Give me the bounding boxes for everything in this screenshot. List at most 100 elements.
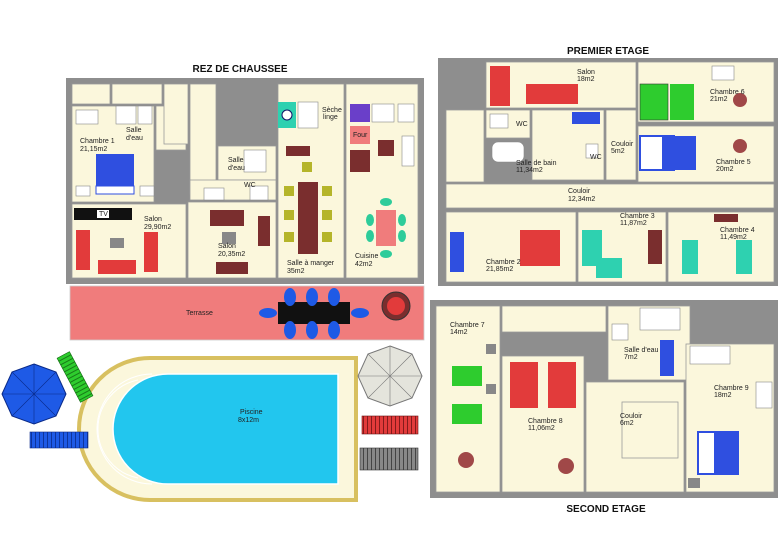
barbecue-grill (387, 297, 405, 315)
chair-icon (284, 321, 296, 339)
chambre1-toilet (75, 109, 99, 125)
label-salle-a-manger: Salle à manger (287, 260, 335, 267)
label-couloir-first-area: 12,34m2 (568, 196, 595, 203)
first-stairs (445, 109, 485, 183)
label-salle-a-manger-area: 35m2 (287, 268, 305, 275)
chair-icon (284, 186, 294, 196)
sink-icon (137, 105, 153, 125)
label-chambre-4: Chambre 4 (720, 227, 755, 234)
label-salle-eau-2-2nd: d'eau (228, 165, 245, 172)
pool-steps (96, 373, 153, 485)
shower-icon (243, 149, 267, 173)
label-salle-de-bain-area: 11,34m2 (516, 167, 543, 174)
umbrella-icon (1, 363, 67, 425)
sofa-left (76, 230, 90, 270)
label-chambre-5-area: 20m2 (716, 166, 734, 173)
pool (112, 373, 339, 485)
label-chambre-6: Chambre 6 (710, 89, 745, 96)
label-salon-1-area: 29,90m2 (144, 224, 171, 231)
bed-chambre-5-cover (662, 136, 696, 170)
room-couloir-first (445, 183, 775, 209)
chair-icon (398, 214, 406, 226)
label-wc: WC (244, 182, 256, 189)
label-couloir-first: Couloir (568, 188, 591, 195)
level-title-ground: REZ DE CHAUSSEE (192, 64, 287, 75)
nightstand-icon (486, 344, 496, 354)
label-seche-linge: Sèche (322, 107, 342, 114)
room-chambre-1-closet (71, 83, 111, 105)
nightstand-icon (139, 185, 155, 197)
chair-icon (380, 250, 392, 258)
second-floor: Chambre 7 14m2 Chambre 8 11,06m2 Salle d… (430, 300, 778, 515)
sideboard (210, 210, 244, 226)
label-four: Four (353, 132, 368, 139)
chair-icon (366, 214, 374, 226)
nightstand-icon (688, 478, 700, 488)
shower-icon (689, 345, 731, 365)
label-couloir-second: Couloir (620, 413, 643, 420)
level-title-second: SECOND ETAGE (566, 504, 646, 515)
outdoor: Terrasse Piscine 8x12m (1, 285, 425, 502)
label-piscine: Piscine (240, 409, 263, 416)
desk (714, 214, 738, 222)
label-terrasse: Terrasse (186, 310, 213, 317)
stove-icon (371, 103, 395, 123)
bed-chambre-3 (582, 230, 602, 266)
rug-icon (458, 452, 474, 468)
oven-icon (350, 126, 370, 144)
dishwasher-icon (401, 135, 415, 167)
chair-icon (328, 288, 340, 306)
sun-lounger-icon (359, 447, 419, 471)
fridge-icon (350, 150, 370, 172)
bed-chambre-8 (510, 362, 538, 408)
nightstand-icon (486, 384, 496, 394)
rug-icon (558, 458, 574, 474)
wardrobe (450, 232, 464, 272)
bed-chambre-7-b (452, 404, 482, 424)
chair-icon (322, 210, 332, 220)
label-piscine-size: 8x12m (238, 417, 259, 424)
kitchen-table (376, 210, 396, 246)
dryer-icon (297, 101, 319, 129)
label-salle-eau-second-area: 7m2 (624, 354, 638, 361)
chair-icon (366, 230, 374, 242)
wardrobe (648, 230, 662, 264)
double-sink-icon (660, 340, 674, 376)
sink-icon (203, 187, 225, 201)
umbrella-icon (357, 345, 423, 407)
bed-chambre-3-b (596, 258, 622, 278)
ground-floor: REZ DE CHAUSSEE Chambre 1 21,15m2 Salle … (66, 64, 424, 284)
label-chambre-9-area: 18m2 (714, 392, 732, 399)
label-salle-eau-2nd: d'eau (126, 135, 143, 142)
label-couloir-small: Couloir (611, 141, 634, 148)
label-wc-first: WC (516, 121, 528, 128)
level-title-first: PREMIER ETAGE (567, 46, 649, 57)
label-chambre-6-area: 21m2 (710, 96, 728, 103)
shower-icon (711, 65, 735, 81)
chair-icon (306, 288, 318, 306)
terrace (69, 285, 425, 341)
nightstand-icon (75, 185, 91, 197)
chair-icon (380, 198, 392, 206)
bed-chambre-6 (639, 83, 669, 121)
chair-icon (302, 162, 312, 172)
label-chambre-2: Chambre 2 (486, 259, 521, 266)
label-cuisine: Cuisine (355, 253, 378, 260)
chair-icon (322, 232, 332, 242)
cooktop-icon (350, 104, 370, 122)
label-chambre-7-area: 14m2 (450, 329, 468, 336)
label-chambre-1: Chambre 1 (80, 138, 115, 145)
bed-chambre-6-extra (670, 84, 694, 120)
label-tv: TV (99, 211, 108, 218)
bed-chambre-8-b (548, 362, 576, 408)
sofa-right (144, 232, 158, 272)
chair-icon (306, 321, 318, 339)
sink-icon (755, 381, 773, 409)
label-wc-first-2: WC (590, 154, 602, 161)
coffee-table (110, 238, 124, 248)
room-salle-eau-top (111, 83, 163, 105)
room-couloir-small (605, 109, 637, 181)
label-salle-eau: Salle (126, 127, 142, 134)
dining-table (298, 182, 318, 254)
label-salle-de-bain: Salle de bain (516, 160, 557, 167)
